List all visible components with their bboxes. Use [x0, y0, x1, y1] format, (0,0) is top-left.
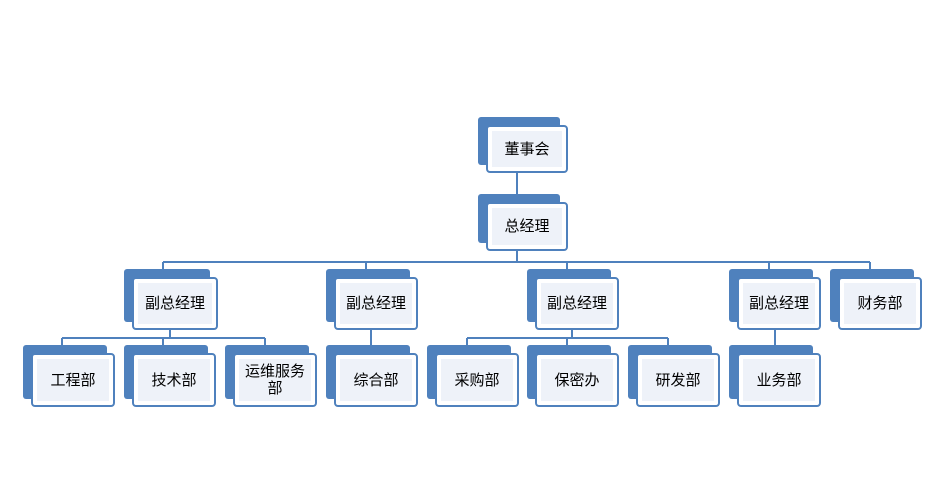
node-vp-3-label: 副总经理 [541, 283, 613, 324]
node-dept-ops-service: 运维服务部 [225, 345, 317, 407]
node-dept-procurement: 采购部 [427, 345, 519, 407]
node-vp-2-label: 副总经理 [340, 283, 412, 324]
node-general-manager: 总经理 [478, 194, 568, 251]
node-dept-rnd-label: 研发部 [642, 359, 714, 401]
node-dept-rnd: 研发部 [628, 345, 720, 407]
node-dept-engineering-label: 工程部 [37, 359, 109, 401]
node-vp-4-label: 副总经理 [743, 283, 815, 324]
node-board: 董事会 [478, 117, 568, 173]
node-board-label: 董事会 [492, 131, 562, 167]
node-dept-business: 业务部 [729, 345, 821, 407]
node-dept-general-affairs: 综合部 [326, 345, 418, 407]
node-vp-1: 副总经理 [124, 269, 218, 330]
node-dept-security-office: 保密办 [527, 345, 619, 407]
node-finance-label: 财务部 [844, 283, 916, 324]
node-vp-3: 副总经理 [527, 269, 619, 330]
node-dept-general-affairs-label: 综合部 [340, 359, 412, 401]
node-vp-2: 副总经理 [326, 269, 418, 330]
node-vp-4: 副总经理 [729, 269, 821, 330]
node-vp-1-label: 副总经理 [138, 283, 212, 324]
node-dept-ops-service-label: 运维服务部 [239, 359, 311, 401]
node-finance: 财务部 [830, 269, 922, 330]
node-dept-technology-label: 技术部 [138, 359, 210, 401]
node-dept-technology: 技术部 [124, 345, 216, 407]
node-dept-business-label: 业务部 [743, 359, 815, 401]
node-dept-engineering: 工程部 [23, 345, 115, 407]
node-dept-procurement-label: 采购部 [441, 359, 513, 401]
node-general-manager-label: 总经理 [492, 208, 562, 245]
node-dept-security-office-label: 保密办 [541, 359, 613, 401]
